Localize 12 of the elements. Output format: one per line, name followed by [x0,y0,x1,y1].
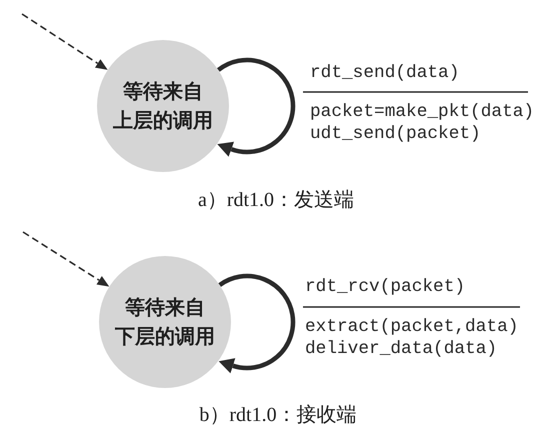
action-text: extract(packet,data) deliver_data(data) [305,316,520,360]
state-label: 等待来自下层的调用 [115,294,215,350]
caption: a）rdt1.0：发送端 [198,188,354,212]
edge-label: rdt_send(data) [310,62,460,84]
dashed-arrow [22,231,110,287]
dashed-arrow [22,13,108,70]
self-loop-arrow [216,58,296,157]
edge-label: rdt_rcv(packet) [305,276,466,298]
self-loop-arrow [218,274,296,374]
caption: b）rdt1.0：接收端 [199,403,357,427]
action-text: packet=make_pkt(data) udt_send(packet) [310,101,536,145]
state-label: 等待来自上层的调用 [113,78,213,134]
